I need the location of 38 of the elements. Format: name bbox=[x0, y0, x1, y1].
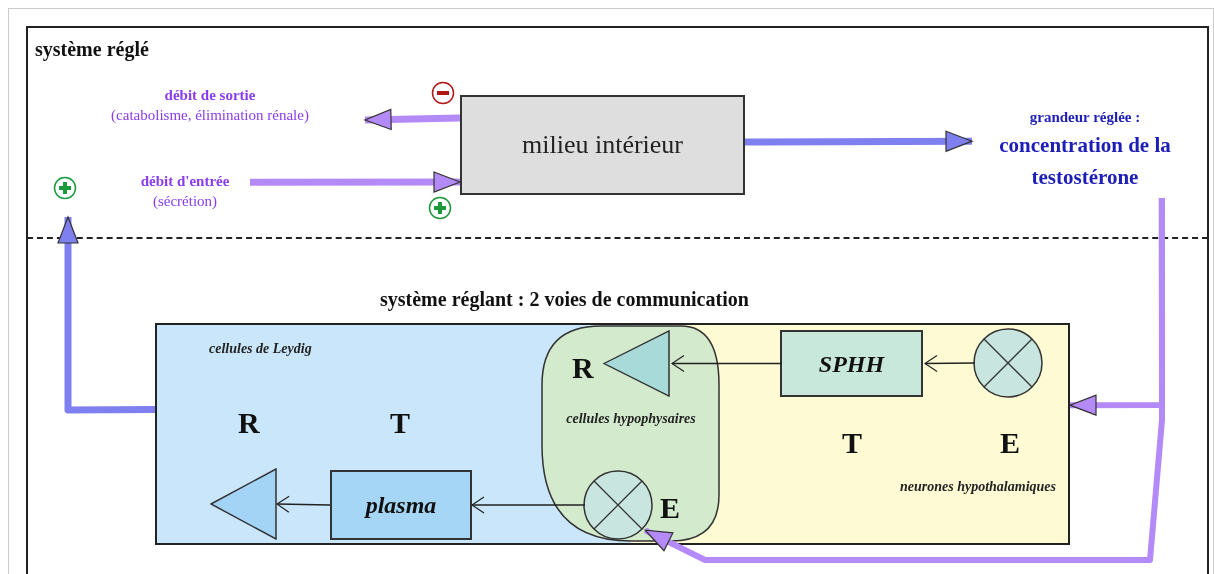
group-caption: neurones hypothalamiques bbox=[899, 478, 1056, 496]
process-box bbox=[330, 470, 472, 540]
component-letter: E bbox=[660, 490, 680, 526]
cell-group-panel bbox=[155, 323, 541, 545]
arrow bbox=[57, 216, 155, 414]
node-text: milieu intérieur bbox=[522, 129, 683, 161]
component-letter: T bbox=[390, 405, 410, 441]
node-text: débit d'entrée bbox=[140, 172, 230, 191]
group-caption: cellules hypophysaires bbox=[565, 410, 697, 428]
node-text: grandeur réglée : bbox=[1029, 108, 1141, 127]
arrow bbox=[671, 354, 783, 373]
arrow bbox=[471, 496, 586, 514]
node-text: débit de sortie bbox=[164, 86, 256, 105]
section-title: système réglé bbox=[35, 37, 149, 63]
receptor-triangle bbox=[210, 468, 277, 540]
receptor-triangle bbox=[603, 330, 670, 397]
section-title: système réglant : 2 voies de communication bbox=[380, 287, 749, 313]
cell-group-panel bbox=[721, 323, 1070, 545]
comparator-circle bbox=[583, 470, 653, 540]
node-text: (sécrétion) bbox=[152, 192, 218, 211]
component-letter: R bbox=[572, 350, 594, 386]
component-letter: T bbox=[842, 425, 862, 461]
group-caption: cellules de Leydig bbox=[209, 340, 313, 358]
node-text: (catabolisme, élimination rénale) bbox=[111, 106, 309, 125]
cell-group-panel bbox=[541, 323, 721, 545]
comparator-circle bbox=[973, 328, 1043, 398]
node-text: SPHH bbox=[818, 349, 885, 379]
component-letter: R bbox=[238, 405, 260, 441]
arrow bbox=[643, 198, 1165, 563]
arrow bbox=[276, 495, 331, 513]
node-text: concentration de la testostérone bbox=[998, 132, 1172, 191]
component-letter: E bbox=[1000, 425, 1020, 461]
arrow bbox=[745, 130, 973, 152]
process-box bbox=[460, 95, 745, 195]
arrow bbox=[364, 108, 461, 131]
node-text: plasma bbox=[365, 491, 437, 520]
process-box bbox=[780, 330, 923, 397]
arrow bbox=[924, 354, 976, 372]
